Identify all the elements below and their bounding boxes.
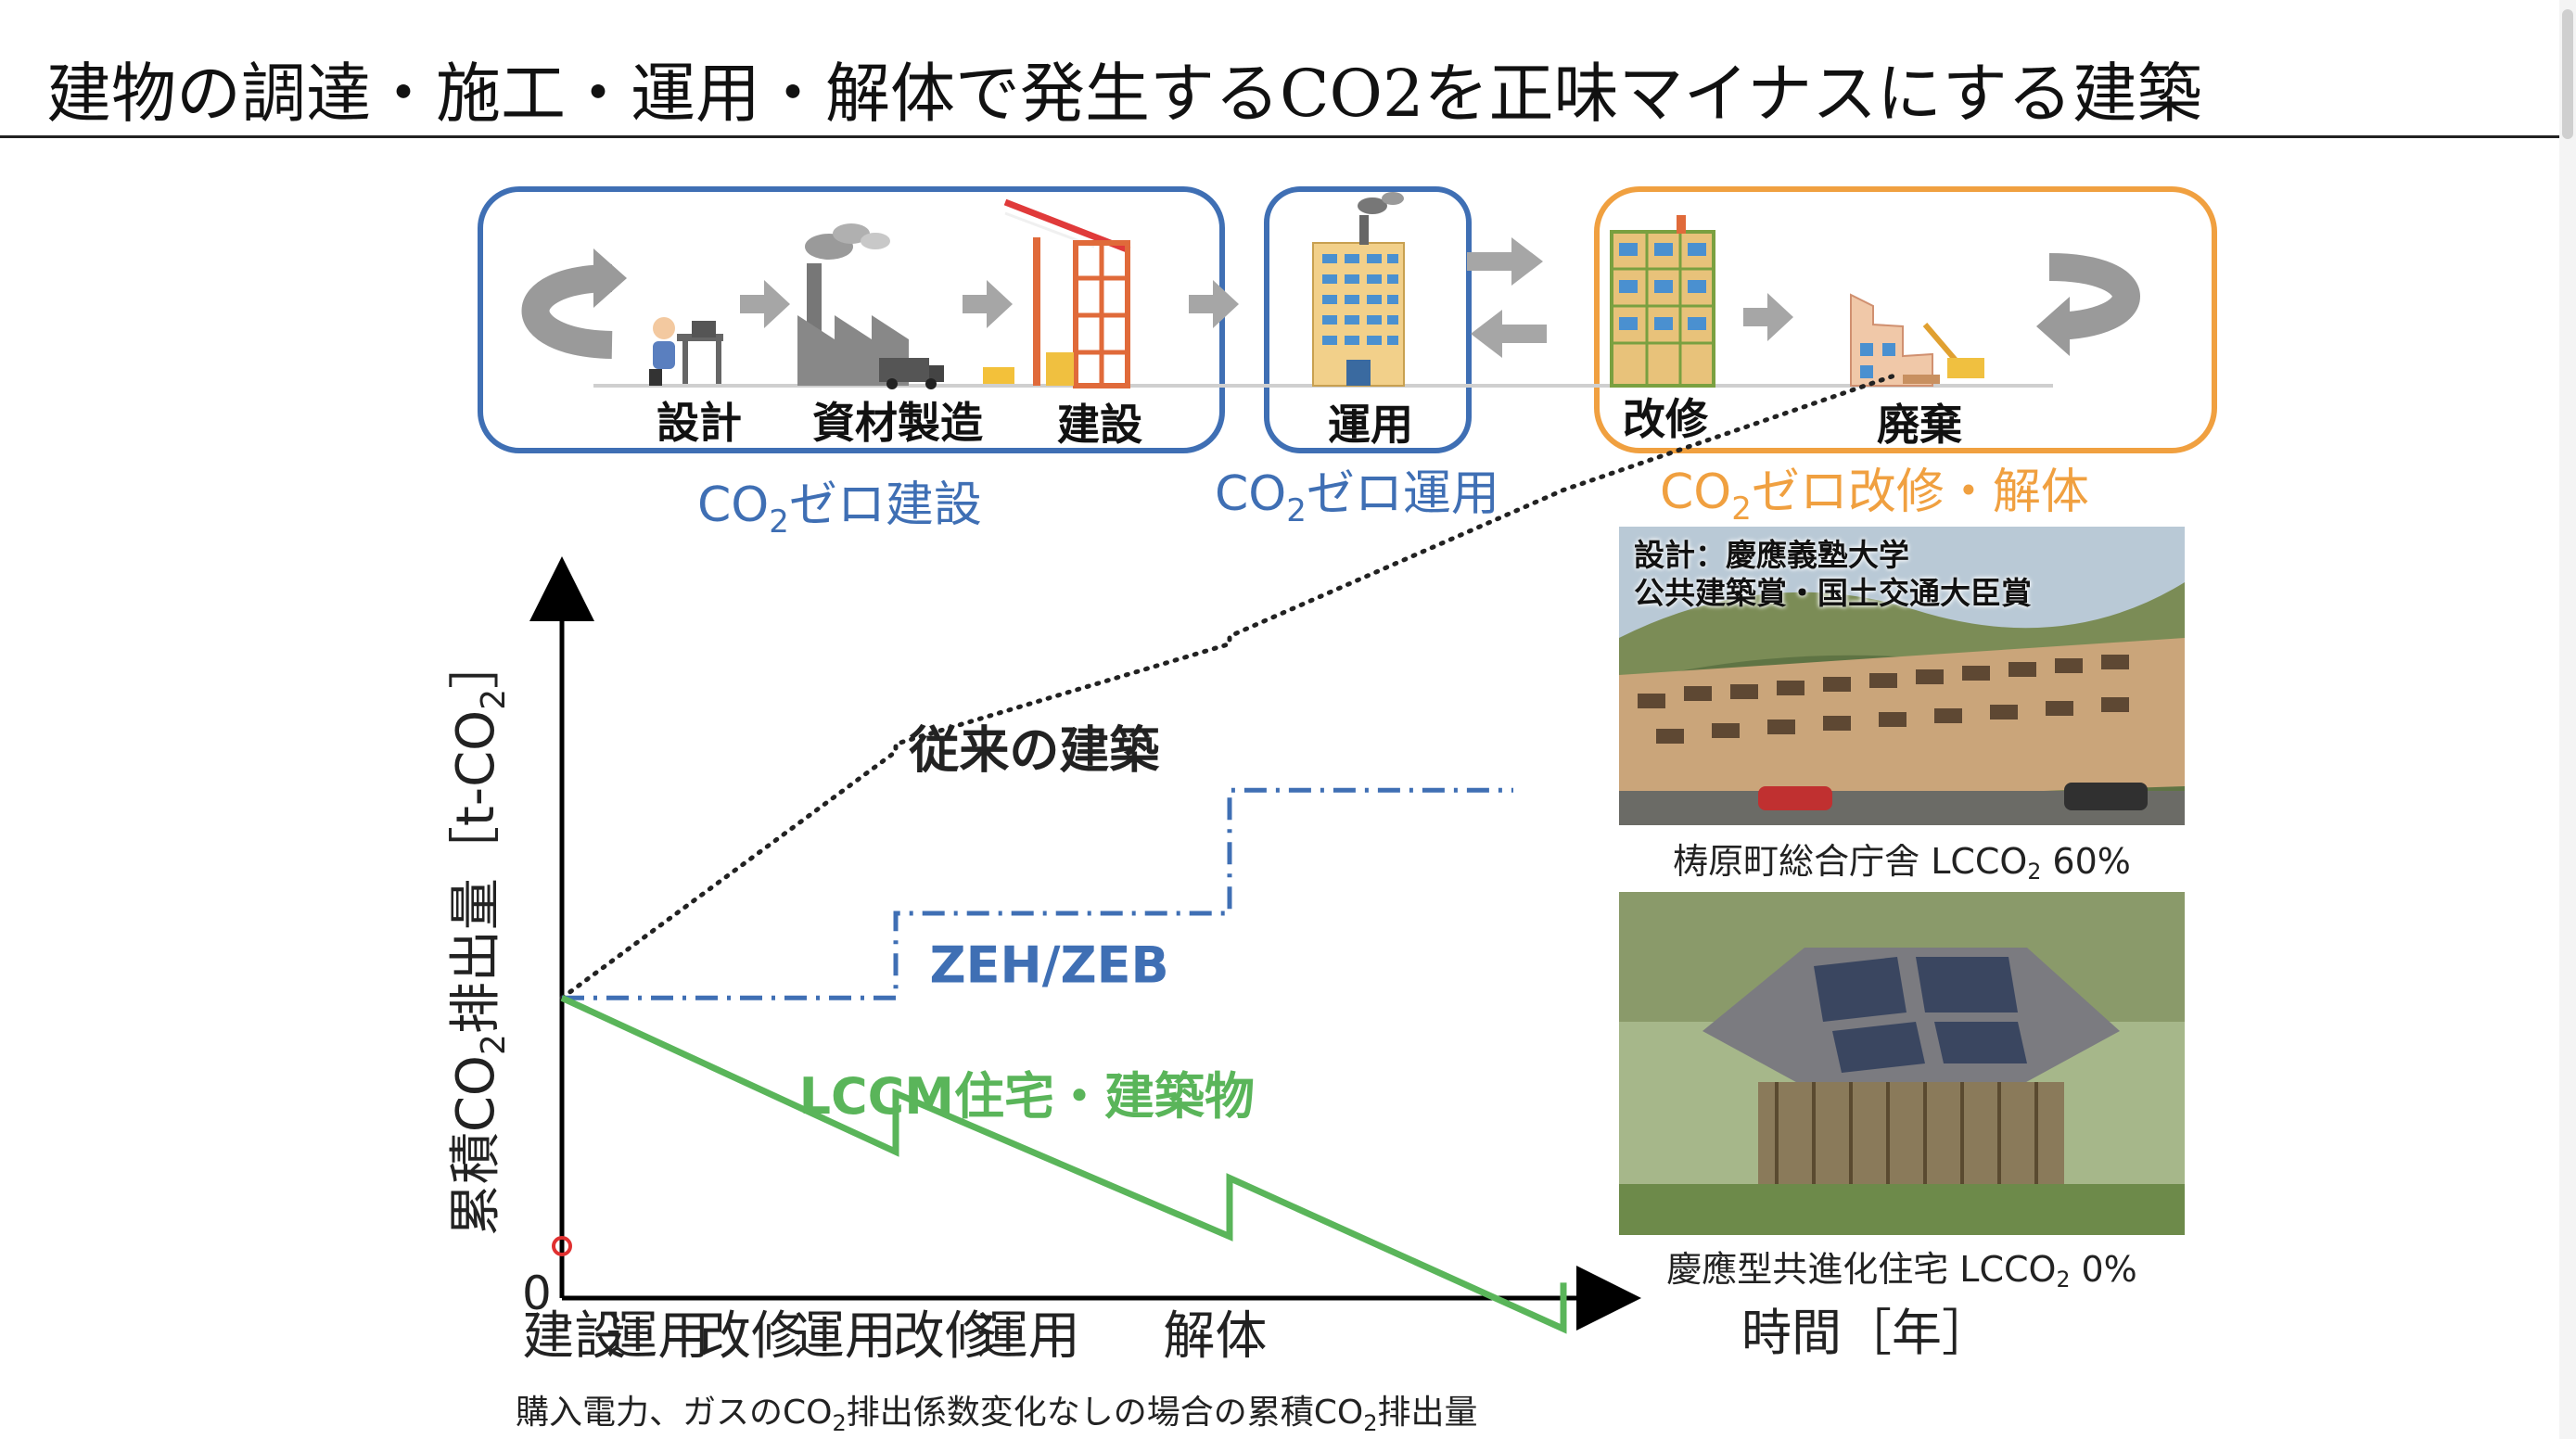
flow-arrow-icon [963,280,1013,328]
town-hall-photo-image [1619,527,2185,825]
house-photo-image [1619,892,2185,1235]
series-label-1: ZEH/ZEB [930,936,1169,995]
caption-zero-co2-renovation-demolition: CO2ゼロ改修・解体 [1660,465,2089,528]
footnote: 購入電力、ガスのCO2排出係数変化なしの場合の累積CO2排出量 [516,1394,1478,1436]
origin-marker [552,1236,572,1256]
caption-zero-co2-construction: CO2ゼロ建設 [697,478,982,541]
y-axis-label: 累積CO2排出量［t-CO2］ [446,637,513,1236]
stage-label-construction: 建設 [1057,400,1142,450]
scrollbar[interactable] [2559,0,2576,1439]
photo-caption-town-hall: 梼原町総合庁舎 LCCO2 60% [1673,841,2131,885]
demolition-icon [1850,293,1984,387]
series-line-0 [559,372,1900,1000]
stage-label-material-manufacturing: 資材製造 [812,398,983,448]
stage-label-disposal: 廃棄 [1877,400,1962,450]
flow-arrow-icon [1467,237,1543,286]
caption-zero-co2-operation: CO2ゼロ運用 [1215,466,1499,529]
stage-label-renovation: 改修 [1623,394,1709,444]
flow-arrow-icon [1471,310,1547,358]
photo-keio-coevolution-house: 慶應型共進化住宅 LCCO2 0% [1619,892,2185,1293]
phase-label-0: 建設 [522,1306,626,1367]
designer-at-desk-icon [649,317,723,386]
scrollbar-thumb[interactable] [2562,9,2573,139]
crane-construction-icon [983,198,1131,388]
cycle-arrow-right-icon [2036,253,2140,356]
construction-stage-box [478,186,1225,453]
cycle-arrow-left-icon [521,248,627,359]
photo-caption-coevolution-house: 慶應型共進化住宅 LCCO2 0% [1666,1249,2137,1293]
factory-icon [797,223,944,389]
photo-overlay-text: 設計：慶應義塾大学 公共建築賞・国土交通大臣賞 [1634,537,2032,612]
slide-title: 建物の調達・施工・運用・解体で発生するCO2を正味マイナスにする建築 [46,56,2202,132]
stage-label-operation: 運用 [1328,400,1413,450]
renovation-building-icon [1610,215,1715,388]
phase-label-3: 運用 [793,1306,897,1367]
phase-label-6: 解体 [1163,1306,1267,1367]
phase-label-4: 改修 [893,1306,997,1367]
x-axis-label: 時間［年］ [1741,1304,1992,1362]
title-divider [0,135,2576,138]
stage-label-design: 設計 [657,398,742,448]
series-label-0: 従来の建築 [908,720,1160,779]
operation-stage-box [1264,186,1472,453]
series-label-2: LCCM住宅・建築物 [799,1067,1255,1126]
phase-label-1: 運用 [606,1306,709,1367]
phase-label-5: 運用 [976,1306,1080,1367]
photo-yusuhara-town-hall: 設計：慶應義塾大学 公共建築賞・国土交通大臣賞 梼原町総合庁舎 LCCO2 60… [1619,527,2185,885]
series-line-1 [562,787,1513,1000]
renovation-demolition-stage-box [1594,186,2217,453]
y-origin-label: 0 [522,1267,552,1320]
flow-arrow-icon [740,280,790,328]
office-building-icon [1312,192,1405,387]
series-line-2 [560,995,1567,1334]
phase-label-2: 改修 [699,1306,803,1367]
flow-arrow-icon [1743,293,1793,341]
flow-arrow-icon [1189,280,1239,328]
